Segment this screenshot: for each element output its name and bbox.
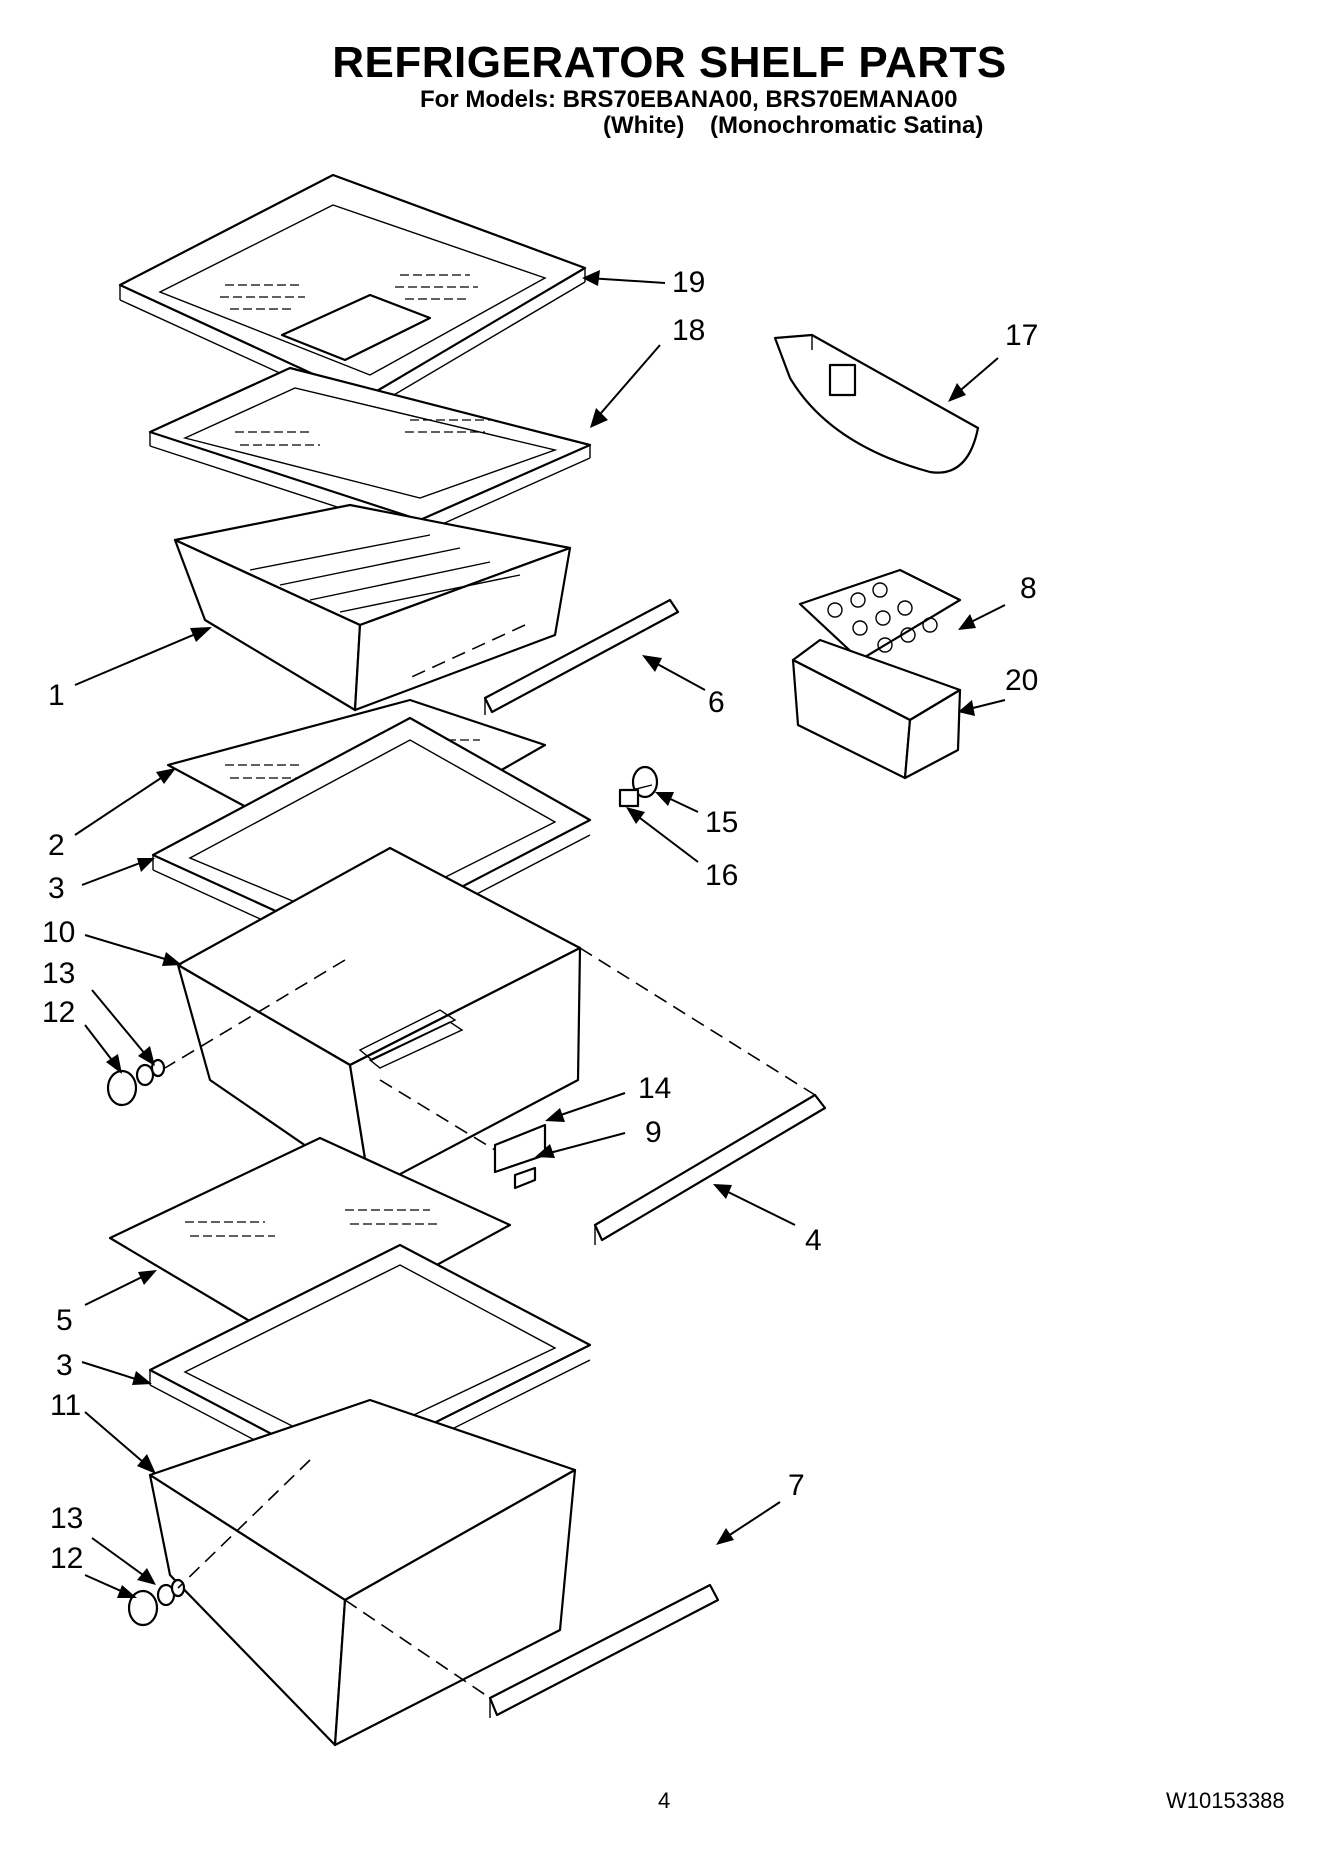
callout-18: 18 [672,314,705,347]
part-7-trim [488,1583,720,1718]
callout-2: 2 [48,829,65,862]
part-11-drawer [148,1398,577,1747]
callout-3-lower: 3 [56,1349,73,1382]
callout-20: 20 [1005,664,1038,697]
callout-7: 7 [788,1469,805,1502]
part-10-drawer [176,846,582,1192]
callout-14: 14 [638,1072,671,1105]
callout-19: 19 [672,266,705,299]
document-number: W10153388 [1166,1788,1285,1813]
callout-17: 17 [1005,319,1038,352]
page-title: REFRIGERATOR SHELF PARTS [332,38,1007,87]
part-4-trim [593,1093,827,1245]
callout-12-upper: 12 [42,996,75,1029]
part-19-shelf-frame [118,173,587,413]
assembly-lines [164,624,816,1699]
variant-white: (White) [603,112,685,139]
models-line: For Models: BRS70EBANA00, BRS70EMANA00 [420,86,958,113]
callout-10: 10 [42,916,75,949]
part-12-13-rollers-lower [127,1578,186,1627]
callout-15: 15 [705,806,738,839]
callout-13-upper: 13 [42,957,75,990]
callout-3-upper: 3 [48,872,65,905]
part-6-trim [483,598,680,715]
callout-5: 5 [56,1304,73,1337]
callout-13-lower: 13 [50,1502,83,1535]
page-number: 4 [658,1788,671,1813]
part-18-shelf-frame [148,366,592,535]
leader-lines [74,270,1006,1598]
callout-6: 6 [708,686,725,719]
callout-9: 9 [645,1116,662,1149]
part-8-egg-tray [798,568,962,662]
callout-12-lower: 12 [50,1542,83,1575]
part-17-door-bin [773,333,980,474]
callout-labels: 19 18 17 8 20 1 6 2 15 3 16 10 13 12 14 … [42,266,1038,1575]
part-5-glass-shelf [108,1136,512,1347]
callout-4: 4 [805,1224,822,1257]
variant-monochromatic: (Monochromatic Satina) [710,112,984,139]
callout-11: 11 [50,1389,81,1422]
callout-16: 16 [705,859,738,892]
part-15-16-hardware [618,765,659,808]
part-1-crisper-drawer [173,503,572,712]
part-12-13-rollers-upper [106,1058,166,1107]
callout-1: 1 [48,679,65,712]
callout-8: 8 [1020,572,1037,605]
part-20-egg-bin [791,638,962,780]
